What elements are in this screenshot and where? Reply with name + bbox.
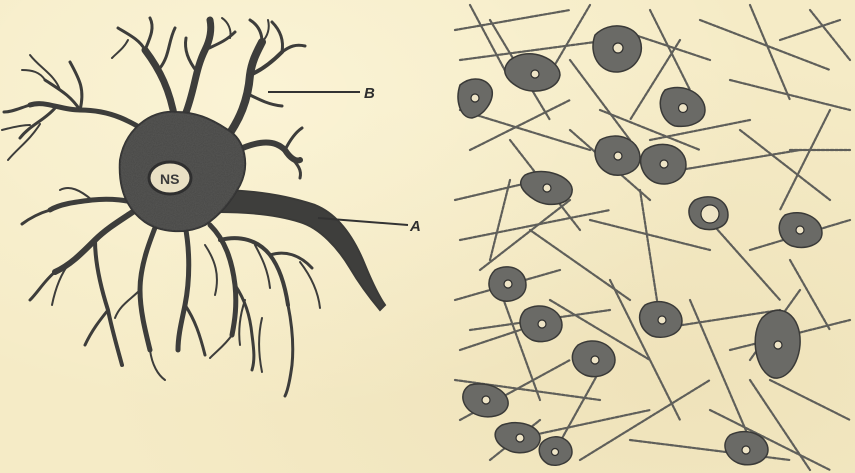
- neuron-illustration: NS B A: [0, 0, 450, 473]
- single-neuron-panel: NS B A: [0, 0, 450, 473]
- label-b: B: [364, 85, 375, 102]
- neuron-network-panel: [450, 0, 855, 473]
- nucleus-label: NS: [160, 171, 179, 187]
- label-a: A: [409, 218, 421, 235]
- neuron-network-illustration: [450, 0, 855, 473]
